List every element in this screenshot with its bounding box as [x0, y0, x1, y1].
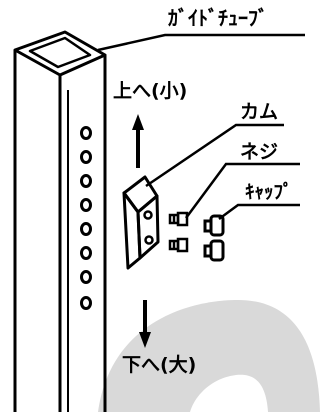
arrow-down-icon [139, 300, 151, 348]
up-label: 上へ(小) [113, 80, 188, 102]
screw-label: ネジ [240, 141, 279, 163]
hole [80, 296, 92, 310]
guide-tube-holes [80, 126, 92, 310]
cam [122, 175, 160, 270]
leader-lines [97, 33, 305, 221]
down-label: 下へ(大) [122, 354, 197, 376]
guide-tube-label: ｶﾞｲﾄﾞﾁｭｰﾌﾞ [168, 6, 268, 30]
leader-cam [145, 123, 284, 188]
hole [80, 222, 92, 236]
leader-screw [184, 162, 300, 219]
hole [80, 198, 92, 212]
hole [80, 150, 92, 164]
caps [203, 214, 225, 262]
hole [80, 126, 92, 140]
leader-guide-tube [97, 33, 305, 52]
guide-tube-top [13, 30, 107, 77]
arrow-up-icon [132, 114, 144, 168]
guide-tube-opening [28, 36, 92, 69]
cam-hole [143, 210, 153, 220]
cap [203, 214, 225, 237]
guide-tube [13, 30, 107, 412]
cam-hole [144, 235, 154, 245]
cam-label: カム [240, 101, 279, 123]
cap-label: ｷｬｯﾌﾟ [245, 181, 293, 203]
screw [168, 211, 189, 227]
hole [80, 246, 92, 260]
watermark-shape [98, 300, 320, 412]
watermark-arc [190, 374, 268, 412]
cap [203, 239, 225, 262]
hole [80, 270, 92, 284]
leader-cap [218, 203, 300, 221]
screws [168, 211, 189, 253]
screw [168, 237, 189, 253]
hole [80, 174, 92, 188]
